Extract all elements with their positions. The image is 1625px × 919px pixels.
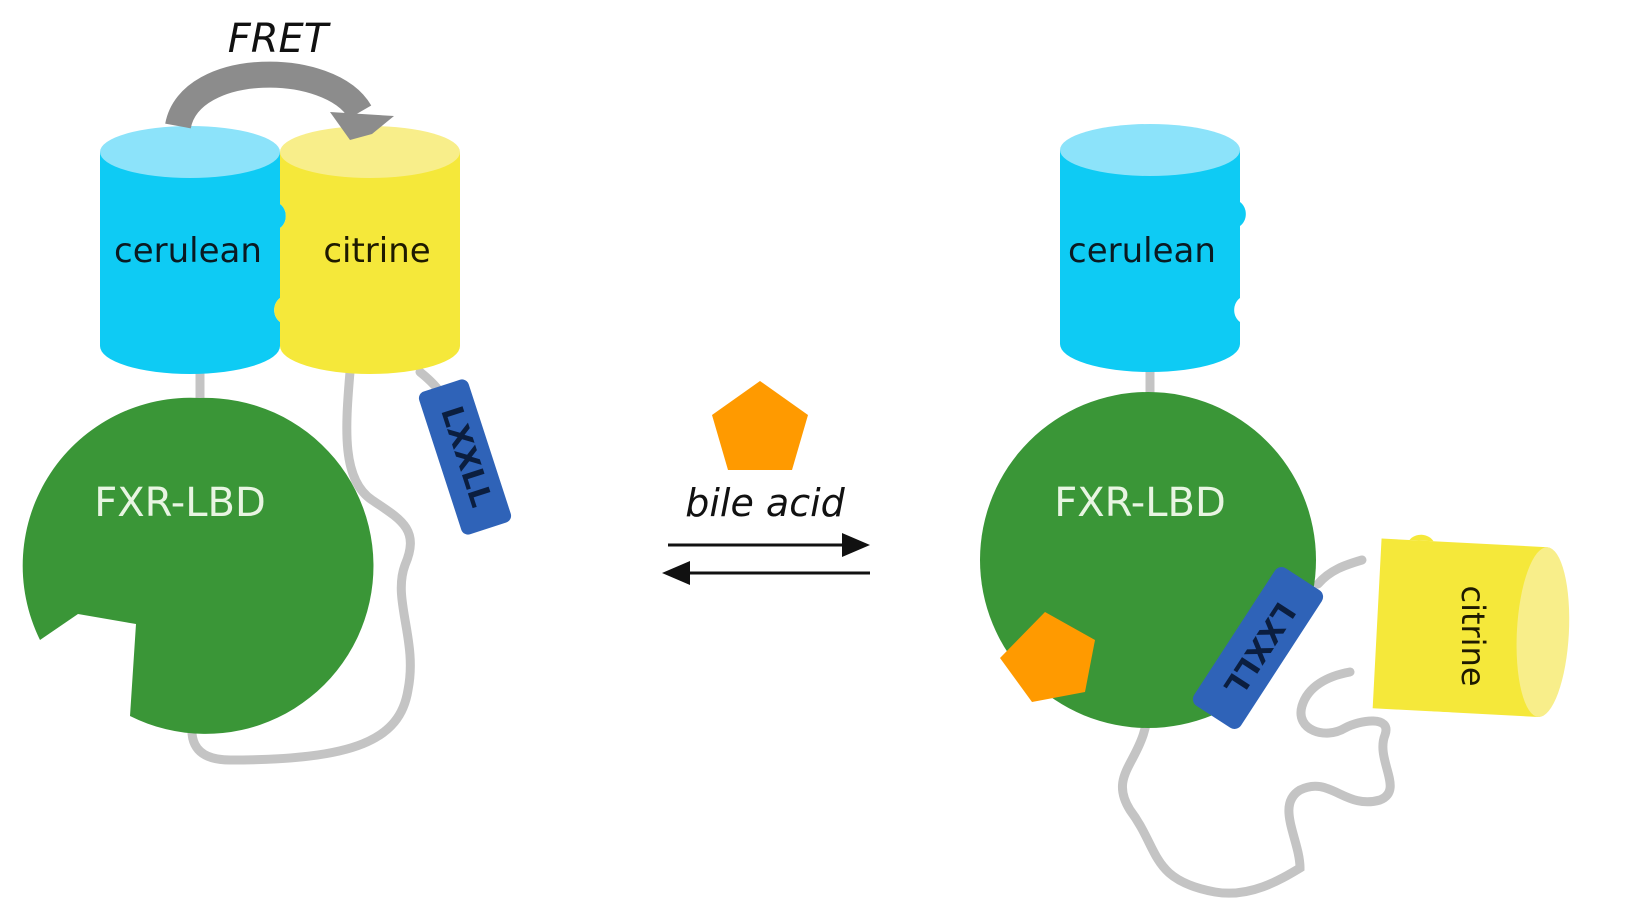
fret-label: FRET: [228, 16, 332, 62]
citrine-label-bound: citrine: [1454, 585, 1492, 686]
forward-arrow: [668, 533, 870, 557]
linker-right-lxxll-citrine: [1313, 555, 1367, 589]
fxr-lbd-label-bound: FXR-LBD: [1054, 480, 1226, 526]
right-state-bound: FXR-LBD LXXLL citrine cerulean: [980, 124, 1570, 898]
bile-acid-label: bile acid: [685, 481, 845, 525]
linker-right-loop: [1117, 667, 1395, 898]
citrine-fluorophore-bound: [1372, 534, 1570, 718]
reverse-arrow: [662, 561, 870, 585]
citrine-fluorophore: citrine: [274, 126, 460, 374]
equilibrium-center: bile acid: [662, 381, 870, 585]
cerulean-fluorophore: cerulean: [100, 126, 286, 374]
cerulean-label-bound: cerulean: [1068, 231, 1216, 271]
fxr-lbd-label: FXR-LBD: [94, 480, 266, 526]
bile-acid-ligand-icon: [712, 381, 808, 470]
cerulean-fluorophore-bound: cerulean: [1060, 124, 1246, 372]
bound-bile-acid-icon: [1000, 612, 1095, 702]
fxr-lbd-domain: [22, 397, 374, 734]
citrine-label: citrine: [323, 231, 430, 271]
lxxll-peptide: LXXLL: [418, 379, 512, 535]
linker-citrine-loop: [187, 367, 415, 765]
fret-arrow: [165, 61, 394, 140]
left-state-fret: FXR-LBD LXXLL cerulean citrine FRET: [22, 16, 512, 765]
cerulean-label: cerulean: [114, 231, 262, 271]
